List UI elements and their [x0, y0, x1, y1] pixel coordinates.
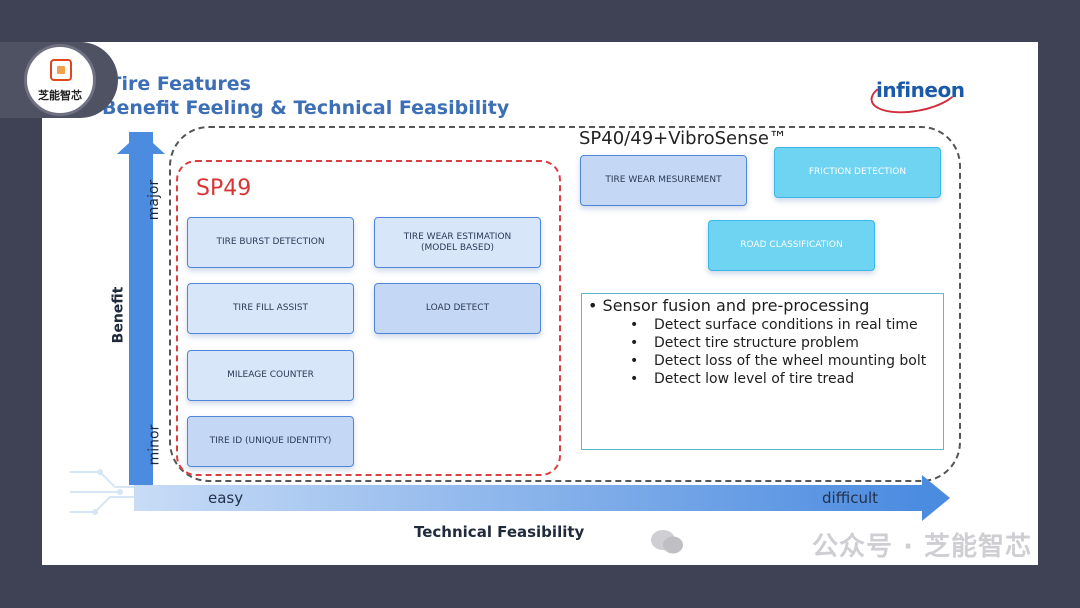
- brand-badge: 芝能智芯: [0, 42, 118, 118]
- x-axis-title: Technical Feasibility: [414, 523, 585, 541]
- chip-icon: [50, 59, 72, 81]
- notes-heading: • Sensor fusion and pre-processing: [588, 296, 870, 315]
- sp49-group-label: SP49: [196, 176, 252, 201]
- y-axis-high-label: major: [146, 179, 163, 221]
- feature-box: TIRE FILL ASSIST: [187, 283, 354, 334]
- x-axis-high-label: difficult: [822, 489, 878, 507]
- slide-subtitle: Benefit Feeling & Technical Feasibility: [102, 97, 510, 119]
- notes-list: Detect surface conditions in real time D…: [630, 316, 930, 388]
- feature-box: TIRE WEAR ESTIMATION (MODEL BASED): [374, 217, 541, 268]
- feature-box: FRICTION DETECTION: [774, 147, 941, 198]
- watermark-text: 公众号 · 芝能智芯: [812, 532, 1032, 562]
- brand-badge-text: 芝能智芯: [38, 89, 82, 102]
- feature-box: LOAD DETECT: [374, 283, 541, 334]
- y-axis-arrow: [117, 132, 165, 485]
- slide-title: iTire Features: [102, 73, 251, 95]
- x-axis-low-label: easy: [208, 489, 244, 507]
- infineon-logo: infineon: [867, 66, 965, 120]
- vibrosense-group-border: [169, 126, 961, 482]
- slide: iTire Features Benefit Feeling & Technic…: [42, 42, 1038, 565]
- circuit-decoration-icon: [70, 469, 140, 515]
- list-item: Detect loss of the wheel mounting bolt: [630, 352, 930, 370]
- feature-box: MILEAGE COUNTER: [187, 350, 354, 401]
- x-axis-arrow: [134, 475, 950, 521]
- y-axis-low-label: minor: [146, 424, 163, 466]
- list-item: Detect low level of tire tread: [630, 370, 930, 388]
- sp49-group-border: [176, 160, 561, 476]
- brand-badge-circle: 芝能智芯: [24, 44, 96, 116]
- x-axis-arrowhead: [922, 475, 950, 521]
- feature-box: ROAD CLASSIFICATION: [708, 220, 875, 271]
- list-item: Detect tire structure problem: [630, 334, 930, 352]
- feature-box: TIRE WEAR MESUREMENT: [580, 155, 747, 206]
- wechat-icon: [651, 530, 683, 554]
- list-item: Detect surface conditions in real time: [630, 316, 930, 334]
- logo-text: infineon: [876, 78, 965, 102]
- notes-heading-text: Sensor fusion and pre-processing: [602, 296, 870, 315]
- y-axis-arrowhead: [117, 132, 165, 154]
- y-axis-title: Benefit: [110, 286, 127, 344]
- feature-box: TIRE ID (UNIQUE IDENTITY): [187, 416, 354, 467]
- sensor-fusion-notes: • Sensor fusion and pre-processing Detec…: [581, 293, 944, 450]
- feature-box: TIRE BURST DETECTION: [187, 217, 354, 268]
- vibrosense-group-label: SP40/49+VibroSense™: [576, 128, 790, 149]
